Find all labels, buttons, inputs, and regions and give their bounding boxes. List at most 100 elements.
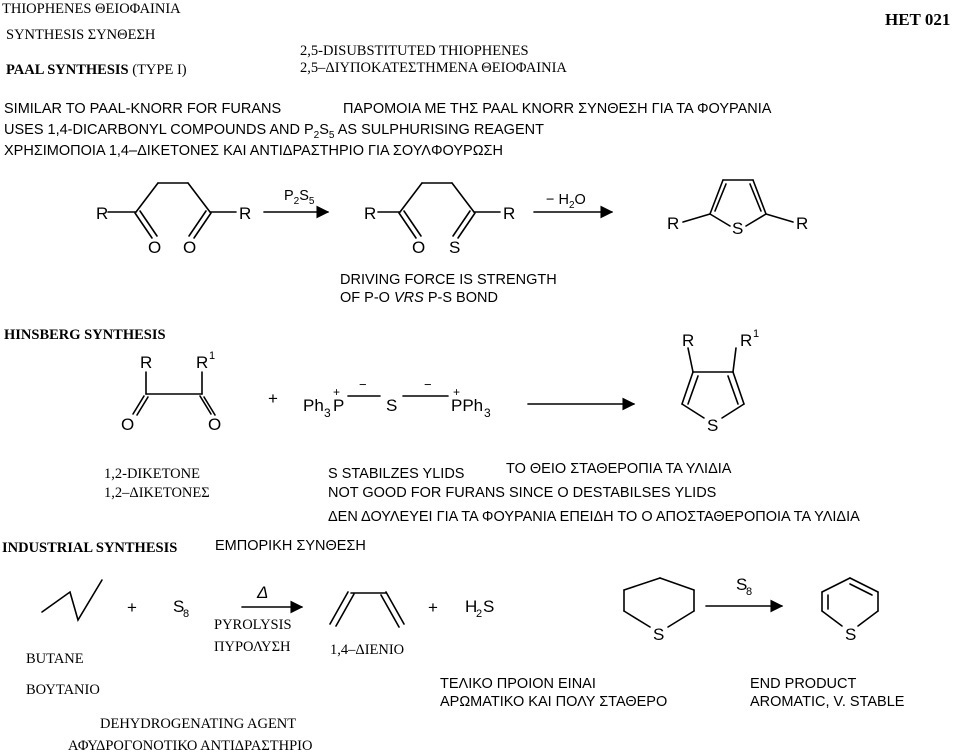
diketone-o-left: O [148, 238, 161, 257]
ylid-s: S [386, 396, 397, 415]
stabilizes-en: S STABILZES YLIDS [328, 466, 465, 482]
hinsberg-o-right: O [208, 415, 221, 434]
uses-gr: ΧΡΗΣΙΜΟΠΟΙΑ 1,4–ΔΙΚΕΤΟΝΕΣ ΚΑΙ ΑΝΤΙΔΡΑΣΤΗ… [4, 143, 503, 159]
driving-po: OF P-O [340, 290, 390, 306]
thioketone-r-left: R [364, 204, 376, 223]
topic-title: THIOPHENES ΘΕΙΟΦΑΙΝΙΑ [2, 1, 181, 17]
h2s-s: S [483, 597, 494, 616]
diketone-r-left: R [96, 204, 108, 223]
hinsberg-prod-r1-sup: 1 [753, 328, 759, 340]
paal-title-type: (TYPE I) [132, 62, 187, 78]
water-o: O [574, 192, 586, 208]
diketone-en: 1,2-DIKETONE [104, 466, 200, 482]
thiophene-r-left: R [667, 214, 679, 233]
tetrahydrothiophene-structure [623, 577, 695, 628]
subtitle-gr: 2,5–ΔΙΥΠΟΚΑΤΕΣΤΗΜΕΝΑ ΘΕΙΟΦΑΙΝΙΑ [300, 60, 567, 76]
ylid-pph-right: PPh [451, 396, 483, 415]
butane-structure [41, 579, 103, 622]
paal-title: PAAL SYNTHESIS (TYPE I) [6, 62, 187, 78]
reagent-s: S [299, 188, 309, 204]
hinsberg-thiophene-structure [681, 347, 745, 419]
uses-s: S [319, 122, 329, 138]
ylid-pph-right-sub: 3 [484, 406, 491, 420]
thioketone-structure [377, 182, 501, 239]
diketone-r-right: R [239, 204, 251, 223]
hinsberg-title: HINSBERG SYNTHESIS [4, 327, 166, 343]
reagent-s-sub: 5 [308, 195, 315, 207]
reagent-p-sub: 2 [293, 195, 300, 207]
uses-sub-2: 2 [313, 129, 320, 141]
thioketone-o: O [412, 238, 425, 257]
thioketone-s: S [449, 238, 460, 257]
diketone-gr: 1,2–ΔΙΚΕΤΟΝΕΣ [104, 485, 210, 501]
paal-title-bold: PAAL SYNTHESIS [6, 62, 129, 78]
final-gr-1: ΤΕΛΙΚΟ ΠΡΟΙΟΝ ΕΙΝΑΙ [440, 676, 596, 692]
industrial-title-gr: ΕΜΠΟΡΙΚΗ ΣΥΝΘΕΣΗ [215, 538, 366, 554]
uses-start: USES 1,4-DICARBONYL COMPOUNDS AND P [4, 122, 314, 138]
hinsberg-r1: R [196, 353, 208, 372]
ylid-charge-plus-right: + [453, 385, 460, 399]
uses-end: AS SULPHURISING REAGENT [334, 122, 544, 138]
hinsberg-r1-sup: 1 [209, 350, 215, 362]
uses-line: USES 1,4-DICARBONYL COMPOUNDS AND P2S5 A… [4, 122, 544, 144]
industrial-plus-2: + [428, 598, 438, 617]
tetrahydrothiophene-s: S [653, 625, 664, 644]
hinsberg-r: R [140, 353, 152, 372]
agent-en: DEHYDROGENATING AGENT [100, 716, 297, 732]
thiophene-final-structure [821, 577, 879, 627]
not-good-gr: ΔΕΝ ΔΟΥΛΕΥΕΙ ΓΙΑ ΤΑ ΦΟΥΡΑΝΙΑ ΕΠΕΙΔΗ ΤΟ Ο… [328, 509, 860, 525]
hinsberg-diketone-structure [132, 371, 216, 416]
agent-gr: ΑΦΥΔΡΟΓΟΝΟΤΙΚΟ ΑΝΤΙΔΡΑΣΤΗΡΙΟ [68, 738, 313, 752]
diene-label: 1,4–ΔΙΕΝΙΟ [330, 642, 405, 658]
page-code: HET 021 [885, 10, 951, 29]
industrial-s8-b-sub: 8 [746, 586, 752, 598]
industrial-title: INDUSTRIAL SYNTHESIS [2, 540, 178, 556]
driving-force-line1: DRIVING FORCE IS STRENGTH [340, 272, 557, 288]
thiophene-r-right: R [796, 214, 808, 233]
reagent-p2s5: P2S5 [284, 188, 314, 210]
subtitle-en: 2,5-DISUBSTITUTED THIOPHENES [300, 43, 529, 59]
pyrolysis-gr: ΠΥΡΟΛΥΣΗ [214, 639, 291, 655]
final-en-2: AROMATIC, V. STABLE [750, 694, 905, 710]
thiophene-final-s: S [845, 625, 856, 644]
uses-sub-5: 5 [328, 129, 335, 141]
industrial-plus-1: + [127, 598, 137, 617]
synthesis-heading: SYNTHESIS ΣΥΝΘΕΣΗ [6, 27, 156, 43]
hinsberg-prod-r1: R [740, 331, 752, 350]
not-good-en: NOT GOOD FOR FURANS SINCE O DESTABILSES … [328, 485, 717, 501]
hinsberg-o-left: O [121, 415, 134, 434]
stabilizes-gr: ΤΟ ΘΕΙΟ ΣΤΑΘΕΡΟΠΙΑ ΤΑ ΥΛΙΔΙΑ [506, 461, 732, 477]
diketone-o-right: O [183, 238, 196, 257]
hinsberg-plus: + [268, 389, 278, 408]
reagent-p: P [284, 188, 294, 204]
ylid-charge-plus-left: + [333, 385, 340, 399]
diketone-structure [107, 182, 237, 239]
thiophene-s: S [732, 219, 743, 238]
final-en-1: END PRODUCT [750, 676, 857, 692]
water-loss: − H2O [546, 192, 586, 214]
hinsberg-prod-r: R [682, 331, 694, 350]
ylid-ph-left-sub: 3 [324, 406, 331, 420]
industrial-s8-a-sub: 8 [183, 608, 189, 620]
pyrolysis-delta: Δ [256, 583, 268, 602]
ylid-p-left: P [333, 396, 344, 415]
ylid-ph-left: Ph [303, 396, 324, 415]
h2s-h: H [465, 597, 477, 616]
ylid-charge-minus-right: − [424, 377, 432, 392]
driving-force-line2: OF P-O VRS P-S BOND [340, 290, 498, 306]
ylid-charge-minus-left: − [359, 377, 367, 392]
butane-gr: ΒΟΥΤΑΝΙΟ [26, 682, 100, 698]
thiophene-product-structure [682, 179, 794, 227]
final-gr-2: ΑΡΩΜΑΤΙΚΟ ΚΑΙ ΠΟΛΥ ΣΤΑΘΕΡΟ [440, 694, 668, 710]
driving-vrs: VRS [393, 290, 424, 306]
water-h: H [558, 192, 569, 208]
industrial-s8-a: S [173, 597, 184, 616]
butadiene-structure [329, 591, 405, 628]
water-h-sub: 2 [568, 199, 575, 211]
butane-en: BUTANE [26, 651, 84, 667]
h2s-sub: 2 [476, 608, 482, 620]
hinsberg-prod-s: S [707, 416, 718, 435]
pyrolysis-en: PYROLYSIS [214, 617, 292, 633]
